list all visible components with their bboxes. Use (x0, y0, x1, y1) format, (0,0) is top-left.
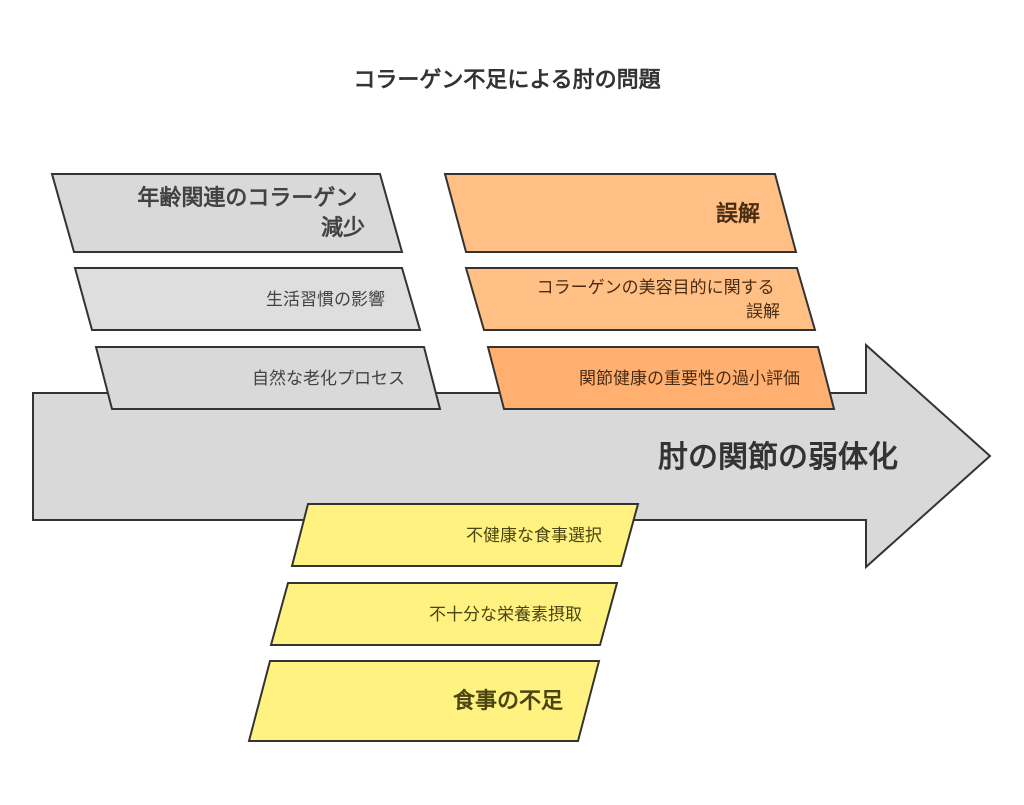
cause-joint-underestimation-label: 関節健康の重要性の過小評価 (579, 369, 800, 389)
effect-label: 肘の関節の弱体化 (658, 440, 898, 475)
category-aging-label-line-2: 減少 (321, 216, 365, 241)
category-aging-box (50, 173, 404, 253)
category-diet-box (247, 660, 601, 742)
cause-lifestyle-label: 生活習慣の影響 (266, 290, 385, 310)
category-misunderstanding-label: 誤解 (716, 201, 760, 227)
cause-joint-underestimation-box (486, 346, 836, 410)
cause-joint-underestimation: 関節健康の重要性の過小評価 (486, 346, 836, 410)
category-diet-label: 食事の不足 (453, 688, 563, 714)
category-misunderstanding: 誤解 (443, 173, 798, 253)
cause-insufficient-nutrients: 不十分な栄養素摂取 (269, 582, 619, 646)
category-misunderstanding-box (443, 173, 798, 253)
cause-beauty-misconception-line-1: コラーゲンの美容目的に関する (537, 278, 775, 298)
cause-natural-aging-label: 自然な老化プロセス (252, 369, 405, 389)
cause-beauty-misconception-label: コラーゲンの美容目的に関する 誤解 (537, 278, 780, 322)
cause-beauty-misconception-box (464, 267, 817, 331)
cause-beauty-misconception-line-2: 誤解 (746, 302, 780, 322)
category-aging-label-line-1: 年齢関連のコラーゲン (137, 185, 357, 211)
cause-natural-aging: 自然な老化プロセス (94, 346, 442, 410)
cause-beauty-misconception: コラーゲンの美容目的に関する 誤解 (464, 267, 817, 331)
cause-insufficient-nutrients-label: 不十分な栄養素摂取 (429, 605, 582, 625)
cause-lifestyle: 生活習慣の影響 (73, 267, 422, 331)
cause-unhealthy-diet-box (290, 503, 640, 567)
cause-insufficient-nutrients-box (269, 582, 619, 646)
cause-unhealthy-diet: 不健康な食事選択 (290, 503, 640, 567)
category-diet: 食事の不足 (247, 660, 601, 742)
cause-lifestyle-box (73, 267, 422, 331)
category-aging: 年齢関連のコラーゲン 減少 (50, 173, 404, 253)
category-aging-label: 年齢関連のコラーゲン 減少 (137, 185, 365, 241)
diagram-title: コラーゲン不足による肘の問題 (353, 68, 661, 93)
cause-unhealthy-diet-label: 不健康な食事選択 (466, 526, 602, 546)
cause-natural-aging-box (94, 346, 442, 410)
